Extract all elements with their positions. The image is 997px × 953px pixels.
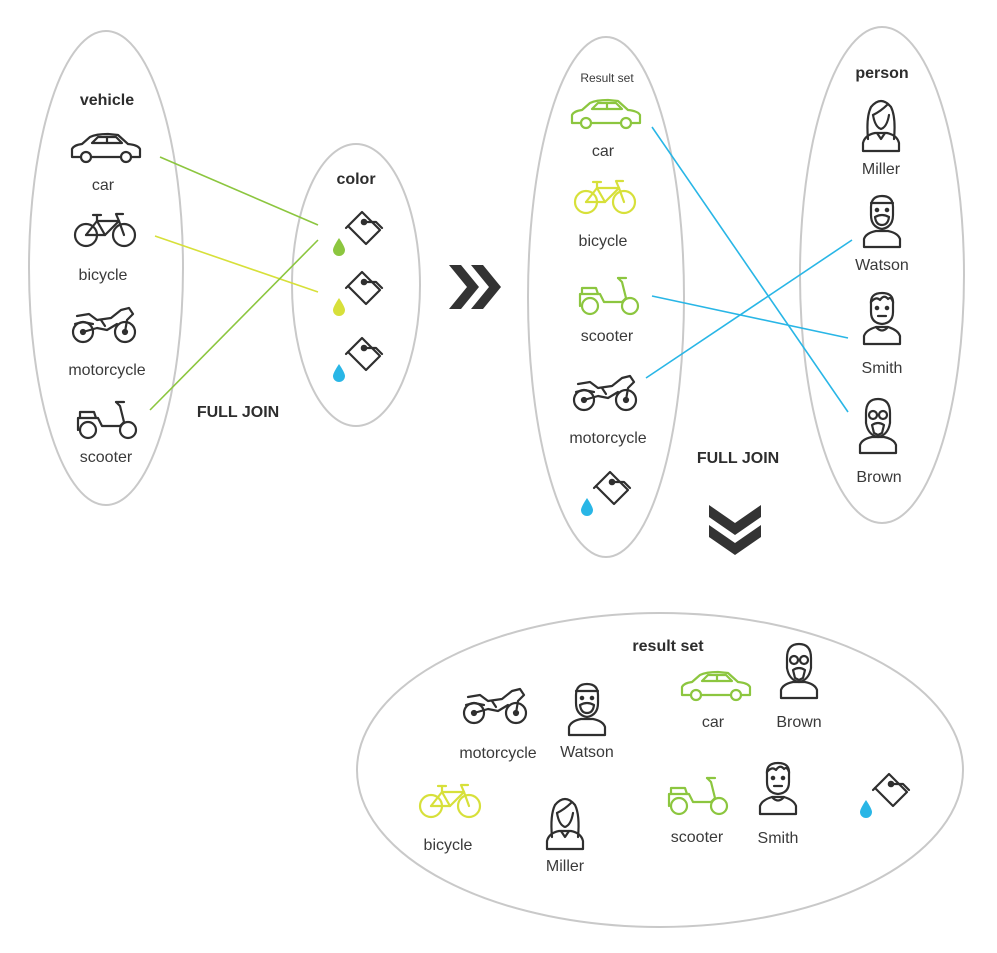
full-join-label-2: FULL JOIN	[697, 450, 779, 467]
person-item-smith: Smith	[862, 360, 903, 377]
intermediate-item-bicycle: bicycle	[579, 233, 628, 250]
motorcycle-icon	[572, 374, 638, 412]
bicycle-icon-yellow	[418, 783, 482, 819]
car-icon-green	[680, 670, 752, 702]
final-pair-brown: Brown	[776, 714, 821, 731]
yellow-paint-bucket-icon	[333, 270, 384, 316]
final-pair-smith: Smith	[758, 830, 799, 847]
bicycle-to-yellow-line	[154, 235, 319, 293]
motorcycle-icon	[462, 687, 528, 725]
bearded-man-avatar-icon	[567, 682, 607, 737]
vehicle-item-car: car	[92, 177, 115, 194]
person-item-brown: Brown	[856, 469, 901, 486]
scooter-to-green-line	[149, 239, 319, 411]
intermediate-item-scooter: scooter	[581, 328, 634, 345]
blue-paint-bucket-icon	[860, 772, 911, 818]
car-icon	[70, 132, 142, 164]
vehicle-color-connectors	[149, 156, 319, 411]
vehicle-item-motorcycle: motorcycle	[68, 362, 145, 379]
chevron-down-icon	[709, 505, 761, 555]
woman-avatar-icon	[545, 797, 585, 851]
final-pair-scooter: scooter	[671, 829, 724, 846]
intermediate-item-motorcycle: motorcycle	[569, 430, 646, 447]
bearded-man-avatar-icon	[862, 194, 902, 249]
car-to-green-line	[159, 156, 319, 226]
color-set-title: color	[336, 171, 375, 188]
scooter-icon	[76, 400, 138, 440]
final-pair-bicycle: bicycle	[424, 837, 473, 854]
scooter-to-smith-line	[651, 295, 849, 339]
intermediate-item-car: car	[592, 143, 615, 160]
final-set-title: result set	[632, 638, 704, 655]
final-pair-motorcycle: motorcycle	[459, 745, 536, 762]
blue-paint-bucket-icon	[333, 336, 384, 382]
motorcycle-icon	[71, 306, 137, 344]
car-icon-green	[570, 98, 642, 130]
full-join-label-1: FULL JOIN	[197, 404, 279, 421]
intermediate-set-title: Result set	[580, 71, 634, 85]
vehicle-set-ellipse	[28, 30, 184, 506]
vehicle-set-title: vehicle	[80, 92, 134, 109]
final-set-ellipse	[356, 612, 964, 928]
person-item-miller: Miller	[862, 161, 901, 178]
final-pair-miller: Miller	[546, 858, 585, 875]
green-paint-bucket-icon	[333, 210, 384, 256]
car-to-brown-line	[651, 126, 849, 413]
bicycle-icon	[73, 212, 137, 248]
woman-avatar-icon	[861, 99, 901, 153]
final-pair-car: car	[702, 714, 725, 731]
old-man-glasses-avatar-icon	[858, 397, 898, 455]
person-set-title: person	[855, 65, 908, 82]
scooter-icon-green	[667, 776, 729, 816]
bicycle-icon-yellow	[573, 179, 637, 215]
old-man-glasses-avatar-icon	[779, 642, 819, 700]
motorcycle-to-watson-line	[645, 239, 853, 379]
man-avatar-icon	[862, 291, 902, 346]
person-item-watson: Watson	[855, 257, 909, 274]
vehicle-person-connectors	[645, 126, 853, 413]
color-set-ellipse	[291, 143, 421, 427]
chevron-right-icon	[449, 265, 501, 309]
vehicle-item-scooter: scooter	[80, 449, 133, 466]
intermediate-set-ellipse	[527, 36, 685, 558]
final-pair-watson: Watson	[560, 744, 614, 761]
blue-paint-bucket-icon	[581, 470, 632, 516]
man-avatar-icon	[758, 761, 798, 816]
vehicle-item-bicycle: bicycle	[79, 267, 128, 284]
scooter-icon-green	[578, 276, 640, 316]
